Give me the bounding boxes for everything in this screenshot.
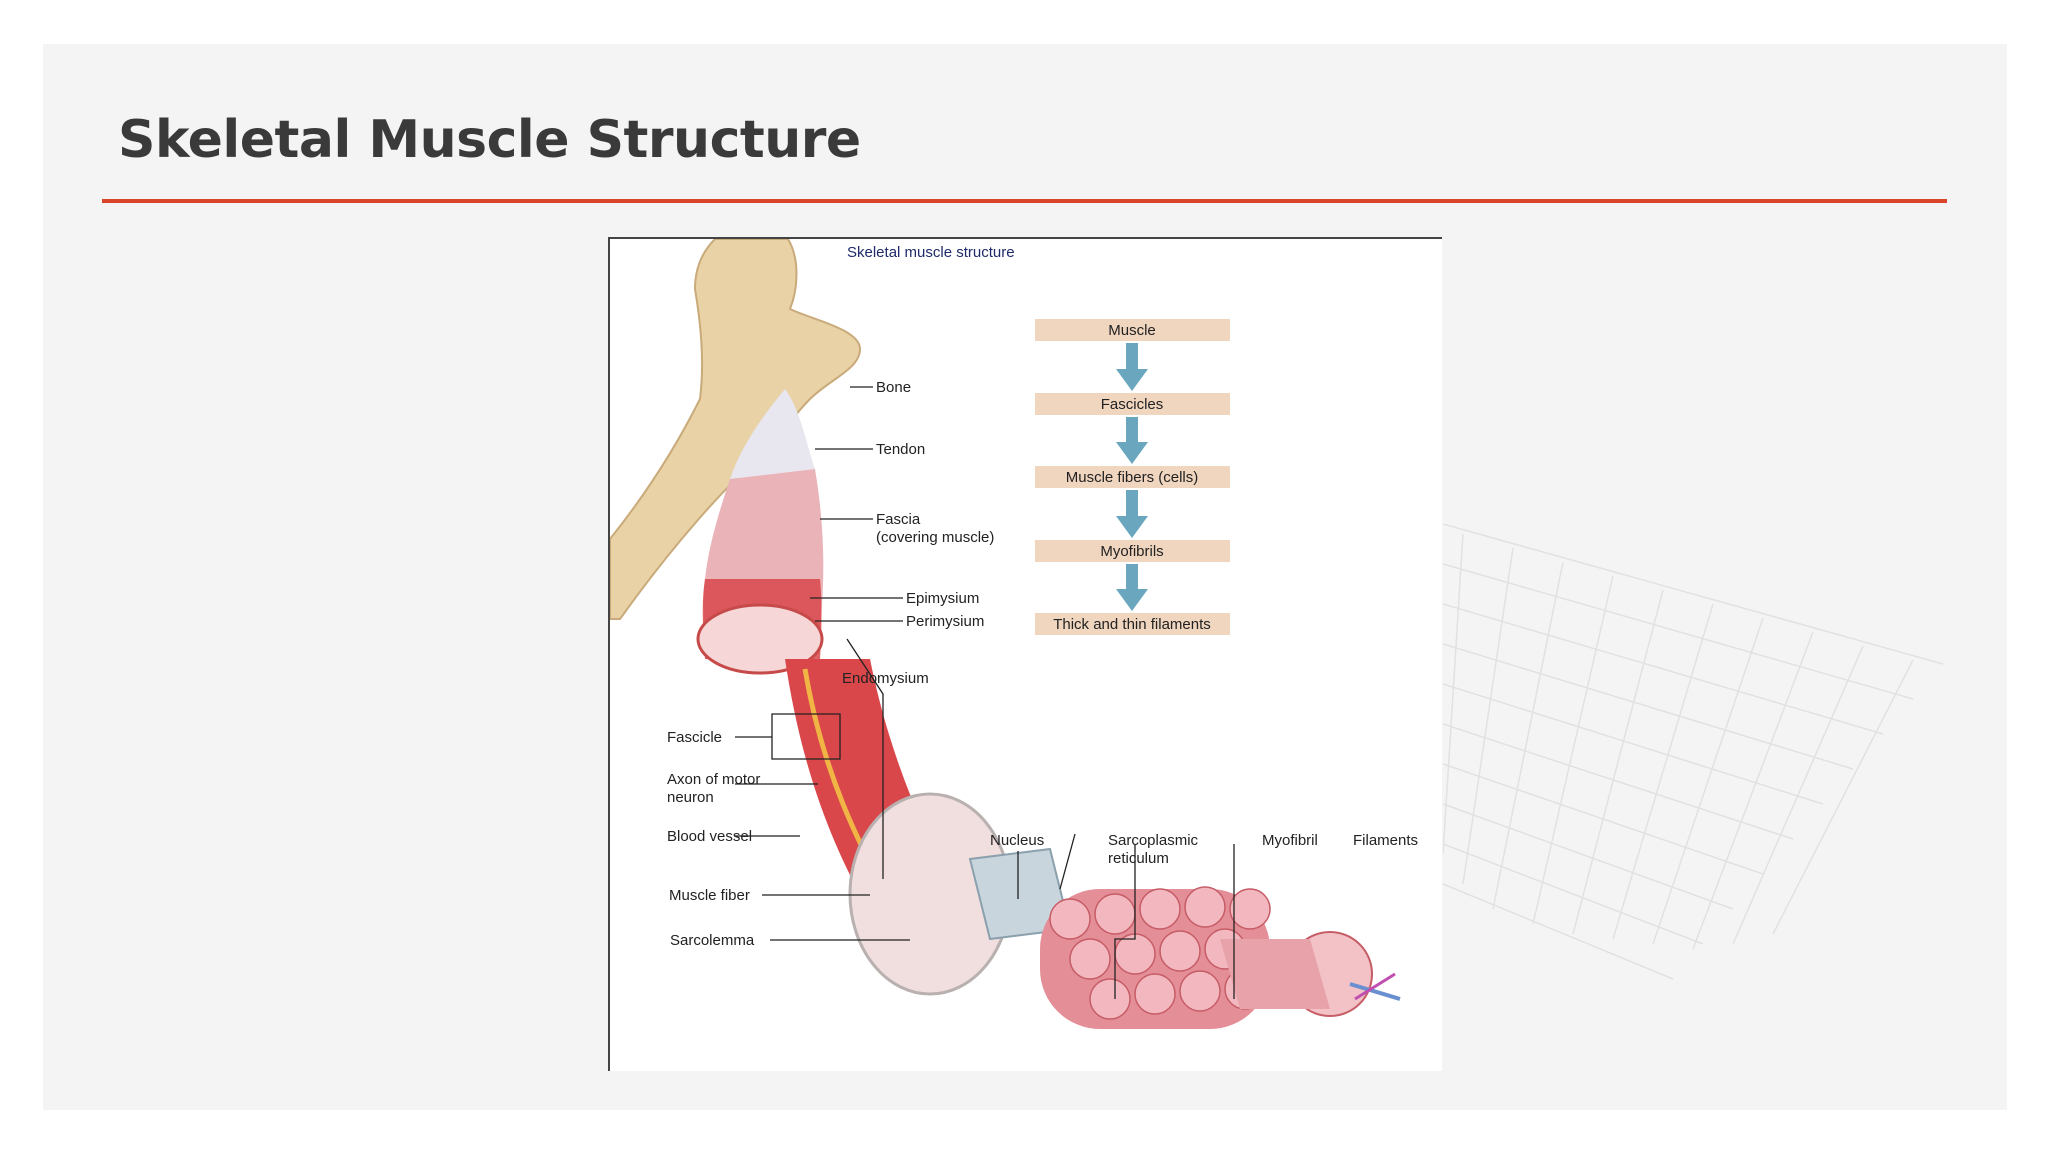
thick-filament bbox=[1349, 982, 1401, 1001]
arrow-down-icon bbox=[1116, 417, 1148, 464]
label-myofibril: Myofibril bbox=[1262, 832, 1318, 849]
muscle-cross-section bbox=[696, 603, 824, 675]
label-fascia: Fascia bbox=[876, 511, 921, 528]
title-divider bbox=[102, 199, 1947, 203]
label-axon: Axon of motor bbox=[667, 771, 760, 788]
label-sarcoplasmic-reticulum-sub: reticulum bbox=[1108, 850, 1169, 867]
hierarchy-myofibrils: Myofibrils bbox=[1100, 543, 1163, 560]
figure-title: Skeletal muscle structure bbox=[847, 244, 1015, 261]
hierarchy-muscle-fibers: Muscle fibers (cells) bbox=[1066, 469, 1199, 486]
hierarchy-filaments: Thick and thin filaments bbox=[1053, 616, 1211, 633]
decorative-grid bbox=[1443, 524, 1944, 980]
label-blood-vessel: Blood vessel bbox=[667, 828, 752, 845]
leader-lines bbox=[735, 386, 1235, 999]
label-fascicle: Fascicle bbox=[667, 729, 722, 746]
arrow-down-icon bbox=[1116, 343, 1148, 391]
label-filaments: Filaments bbox=[1353, 832, 1418, 849]
label-endomysium: Endomysium bbox=[842, 670, 929, 687]
label-sarcoplasmic-reticulum: Sarcoplasmic bbox=[1108, 832, 1199, 849]
anatomy-diagram: Skeletal muscle structure bbox=[610, 239, 1418, 1029]
slide-title: Skeletal Muscle Structure bbox=[118, 110, 861, 170]
hierarchy-flow: Muscle Fascicles Muscle fibers (cells) M… bbox=[1035, 319, 1230, 635]
tendon-illustration bbox=[730, 389, 815, 479]
hierarchy-fascicles: Fascicles bbox=[1101, 396, 1164, 413]
label-fascia-sub: (covering muscle) bbox=[876, 529, 994, 546]
thin-filament bbox=[1354, 972, 1396, 1001]
hierarchy-muscle: Muscle bbox=[1108, 322, 1156, 339]
label-muscle-fiber: Muscle fiber bbox=[669, 887, 750, 904]
label-tendon: Tendon bbox=[876, 441, 925, 458]
arrow-down-icon bbox=[1116, 564, 1148, 611]
label-bone: Bone bbox=[876, 379, 911, 396]
label-perimysium: Perimysium bbox=[906, 613, 984, 630]
arrow-down-icon bbox=[1116, 490, 1148, 538]
slide: Skeletal Muscle Structure Skeletal muscl… bbox=[43, 44, 2007, 1110]
skeletal-muscle-figure: Skeletal muscle structure bbox=[608, 237, 1442, 1071]
label-epimysium: Epimysium bbox=[906, 590, 979, 607]
label-axon-sub: neuron bbox=[667, 789, 714, 806]
label-sarcolemma: Sarcolemma bbox=[670, 932, 755, 949]
label-nucleus: Nucleus bbox=[990, 832, 1044, 849]
